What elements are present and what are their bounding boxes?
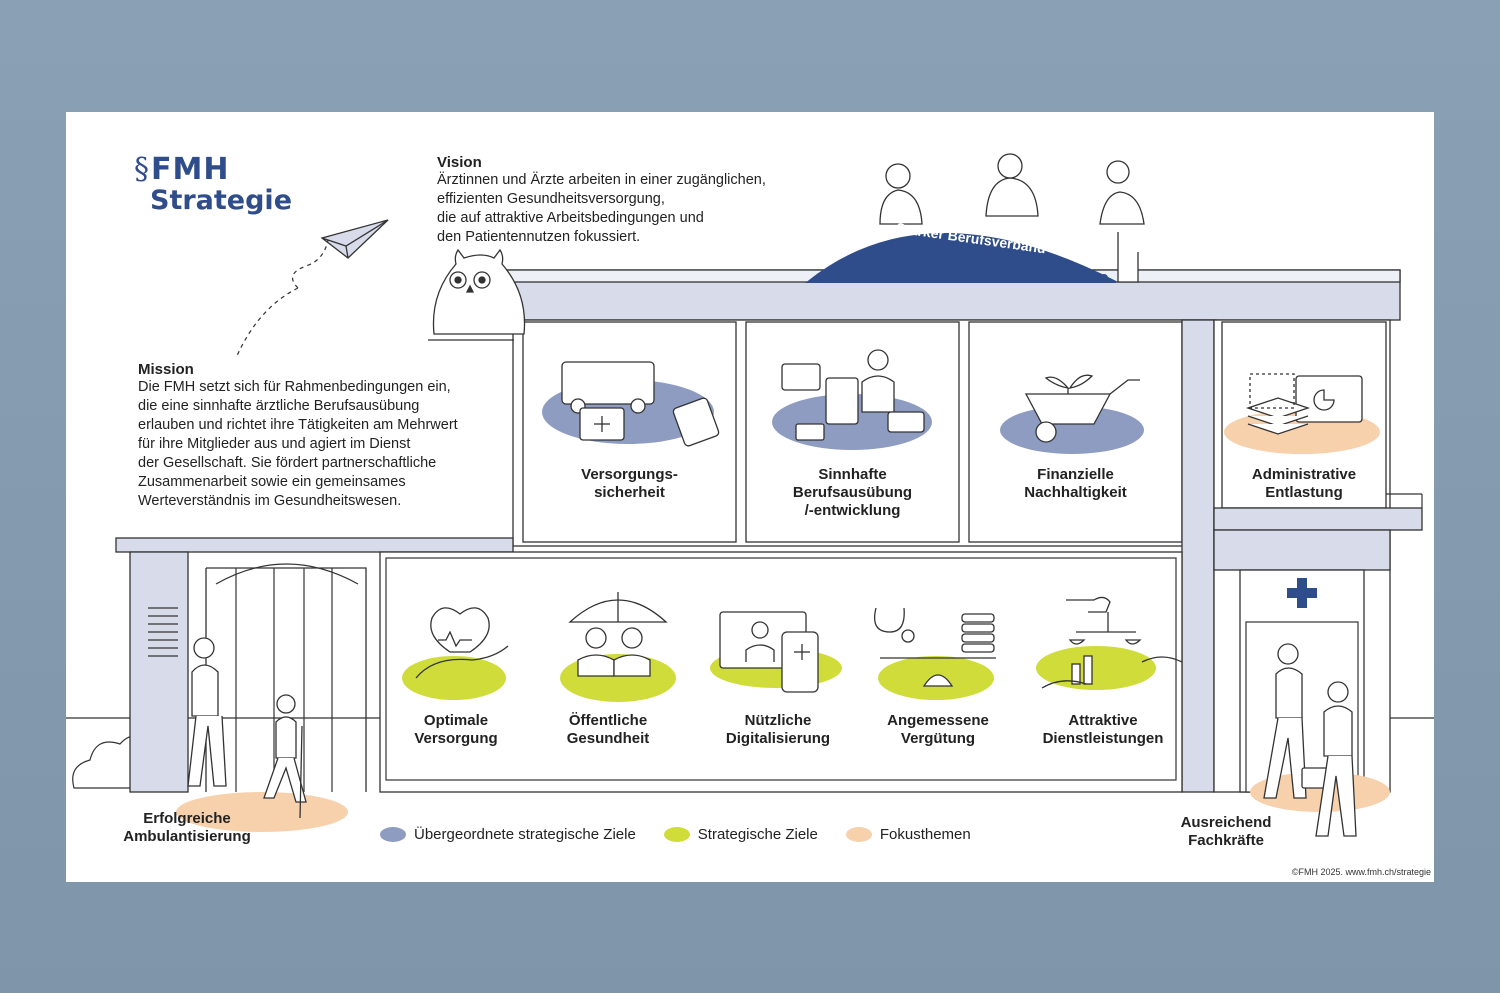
mission-line: Die FMH setzt sich für Rahmenbedingungen… [138, 379, 451, 395]
mission-line: die eine sinnhafte ärztliche Berufsausüb… [138, 398, 420, 414]
mission-line: der Gesellschaft. Sie fördert partnersch… [138, 455, 437, 471]
papers-laptop-icon [1245, 373, 1363, 435]
legend-label: Übergeordnete strategische Ziele [414, 826, 636, 843]
logo-strategie-text: Strategie [150, 185, 293, 216]
copyright: ©FMH 2025. www.fmh.ch/strategie [1291, 867, 1431, 877]
legend-swatch-peach [845, 827, 872, 842]
telemedicine-icon [719, 611, 819, 693]
legend-item: Strategische Ziele [663, 826, 818, 843]
legend-swatch-blue [380, 827, 406, 842]
person-walking-icon [187, 637, 227, 787]
doctors-group-icon [879, 153, 1145, 283]
vision-line: Ärztinnen und Ärzte arbeiten in einer zu… [437, 172, 766, 188]
vision-line: den Patientennutzen fokussiert. [437, 229, 641, 245]
mission-line: erlauben und richtet ihre Tätigkeiten am… [138, 417, 458, 433]
blob-finanz [1000, 406, 1144, 454]
vision-title: Vision [437, 154, 482, 171]
lower-roof-slab [115, 537, 514, 553]
doctor-screen-icon [781, 349, 925, 441]
mission-title: Mission [138, 361, 194, 378]
paper-plane-icon [320, 219, 389, 259]
ambulance-icon [561, 361, 720, 447]
heart-hand-icon [415, 607, 509, 679]
vision-line: effizienten Gesundheitsversorgung, [437, 191, 665, 207]
vision-block: Vision Ärztinnen und Ärzte arbeiten in e… [437, 154, 837, 247]
goal-versorgungssicherheit: Versorgungs-sicherheit [581, 466, 678, 501]
strategy-card: § FMH Strategie Vision Ärztinnen und Ärz… [66, 112, 1434, 882]
mission-line: für ihre Mitglieder aus und agiert im Di… [138, 436, 411, 452]
blob-dienst [1036, 646, 1156, 690]
legend-swatch-lime [663, 827, 690, 842]
blob-fachkraefte [1250, 772, 1390, 812]
blob-optimal [402, 656, 506, 700]
left-pillar [129, 551, 189, 793]
mission-line: Werteverständnis im Gesundheitswesen. [138, 493, 402, 509]
person-right-1-icon [1263, 643, 1307, 799]
legend-label: Fokusthemen [879, 826, 971, 843]
person-right-2-icon [1301, 681, 1357, 837]
pillar-right [1181, 319, 1215, 793]
owl-icon [428, 248, 526, 341]
legend-label: Strategische Ziele [697, 826, 818, 843]
entrance-canopy [1213, 529, 1391, 571]
person-crutch-icon [263, 694, 307, 819]
legend-item: Übergeordnete strategische Ziele [380, 826, 636, 843]
vision-line: die auf attraktive Arbeitsbedingungen un… [437, 210, 704, 226]
wheelbarrow-icon [1024, 374, 1140, 443]
legend: Übergeordnete strategische Ziele Strateg… [380, 826, 971, 843]
fmh-logo: § FMH Strategie [134, 152, 294, 216]
building-illustration [66, 153, 1434, 837]
umbrella-people-icon [568, 592, 668, 677]
dome-shape [805, 233, 1117, 283]
aesculap-icon: § [134, 152, 149, 187]
scale-hands-icon [1041, 596, 1183, 689]
legend-item: Fokusthemen [845, 826, 971, 843]
mission-block: Mission Die FMH setzt sich für Rahmenbed… [138, 361, 518, 511]
logo-fmh-text: FMH [151, 152, 230, 187]
balcony-slab [1213, 507, 1423, 531]
balance-stethoscope-icon [873, 607, 996, 687]
mission-line: Zusammenarbeit sowie ein gemeinsames [138, 474, 406, 490]
